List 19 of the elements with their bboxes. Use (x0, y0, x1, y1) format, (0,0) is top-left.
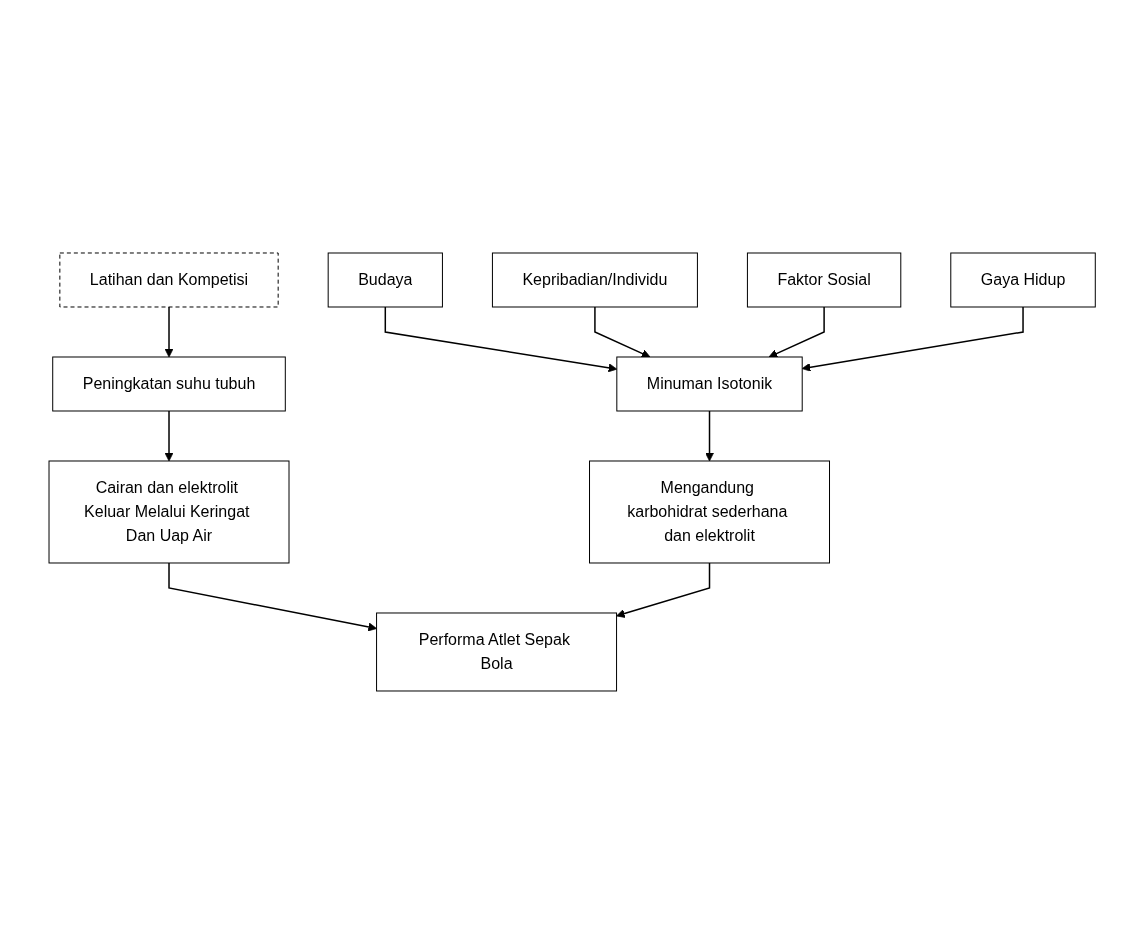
arrow (768, 306, 825, 358)
arrow (164, 306, 174, 358)
arrow (594, 306, 651, 358)
node-box: Mengandung karbohidrat sederhana dan elektrolit (588, 460, 830, 564)
node-box: Gaya Hidup (950, 252, 1096, 308)
node-box: Kepribadian/Individu (491, 252, 698, 308)
arrow (164, 410, 174, 462)
arrow (616, 562, 711, 618)
node-box: Performa Atlet Sepak Bola (375, 612, 617, 692)
arrow (801, 306, 1024, 372)
node-box: Faktor Sosial (746, 252, 902, 308)
node-box: Peningkatan suhu tubuh (52, 356, 286, 412)
arrow (168, 562, 377, 632)
arrow (384, 306, 618, 373)
arrow (704, 410, 714, 462)
node-box: Cairan dan elektrolit Keluar Melalui Keringat Dan Uap Air (48, 460, 290, 564)
node-box: Latihan dan Kompetisi (59, 252, 279, 308)
node-box: Minuman Isotonik (616, 356, 803, 412)
node-box: Budaya (327, 252, 443, 308)
